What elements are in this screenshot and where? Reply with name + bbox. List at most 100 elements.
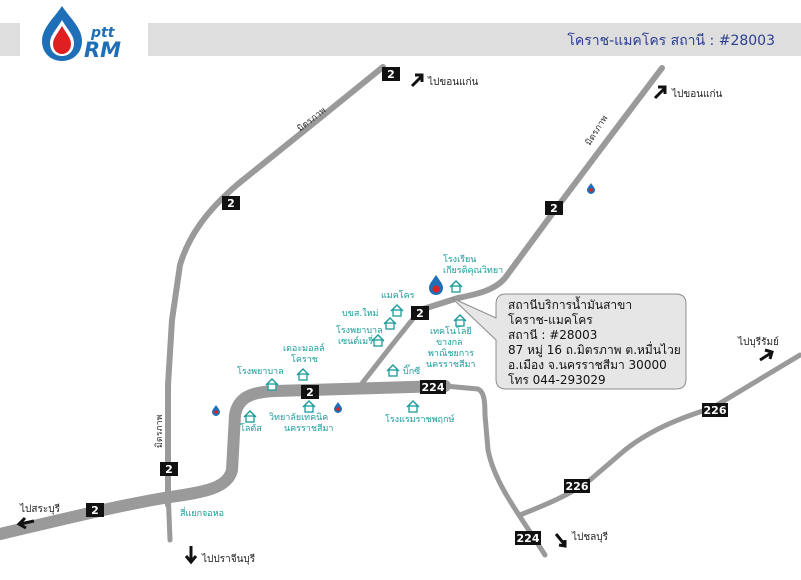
route-shield-2: 2 <box>222 196 240 210</box>
arrow-northeast-icon <box>410 73 424 88</box>
svg-text:ขางกล: ขางกล <box>436 338 463 348</box>
station-info-line: 87 หมู่ 16 ถ.มิตรภาพ ต.หมื่นไวย <box>508 341 681 358</box>
svg-text:ไปสระบุรี: ไปสระบุรี <box>19 503 61 515</box>
svg-text:พาณิชยการ: พาณิชยการ <box>428 348 474 359</box>
poi-bks: บขส.ใหม่ <box>342 308 397 330</box>
svg-text:วิทยาลัยเทคนิค: วิทยาลัยเทคนิค <box>269 412 328 423</box>
svg-text:โลตัส: โลตัส <box>240 423 262 434</box>
svg-text:แมคโคร: แมคโคร <box>381 290 415 301</box>
ptt-station-marker-main[interactable] <box>429 275 443 295</box>
route-shield-226: 226 <box>702 403 728 417</box>
building-icon <box>383 317 397 330</box>
svg-text:นครราชสีมา: นครราชสีมา <box>284 423 333 434</box>
building-icon <box>296 368 310 381</box>
svg-text:โคราช: โคราช <box>291 354 318 365</box>
building-icon <box>265 378 279 391</box>
road-mittraphap-west <box>0 380 451 540</box>
header-left-bar <box>0 23 20 56</box>
svg-text:โรงพยาบาล: โรงพยาบาล <box>336 325 383 336</box>
station-info-line: สถานีบริการน้ำมันสาขา <box>508 296 632 312</box>
svg-text:2: 2 <box>550 202 558 215</box>
svg-text:โรงแรมราชพฤกษ์: โรงแรมราชพฤกษ์ <box>385 413 455 425</box>
ptt-station-marker[interactable] <box>212 405 220 416</box>
direction-saraburi: ไปสระบุรี <box>16 503 61 530</box>
building-icon <box>302 400 316 413</box>
svg-text:2: 2 <box>416 307 424 320</box>
svg-text:โรงเรียน: โรงเรียน <box>443 254 476 265</box>
svg-text:226: 226 <box>704 404 727 417</box>
road-mittraphap-north-left <box>165 64 386 508</box>
ptt-station-marker[interactable] <box>587 183 595 194</box>
road-name-sikhio-junction: สี่แยกจอหอ <box>180 506 224 519</box>
svg-text:เทคโนโลยี: เทคโนโลยี <box>430 326 472 337</box>
poi-school: โรงเรียน เกียรติคุณวิทยา <box>443 254 503 293</box>
route-shield-2: 2 <box>411 306 429 320</box>
svg-text:224: 224 <box>422 381 445 394</box>
svg-text:2: 2 <box>165 463 173 476</box>
building-icon <box>453 314 467 327</box>
route-shield-2: 2 <box>160 462 178 476</box>
route-shield-226: 226 <box>564 479 590 493</box>
poi-tech-college: เทคโนโลยี ขางกล พาณิชยการ นครราชสีมา <box>426 314 475 370</box>
road-mittraphap-northeast <box>417 65 665 313</box>
arrow-northeast-icon <box>653 85 667 100</box>
route-shield-2: 2 <box>86 503 104 517</box>
logo-brand-top: ptt <box>90 25 116 41</box>
poi-lotus: โลตัส <box>240 410 262 434</box>
direction-khon-kaen-right: ไปขอนแก่น <box>653 85 723 100</box>
route-shield-2: 2 <box>382 67 400 81</box>
direction-buriram: ไปบุรีรัมย์ <box>737 336 779 362</box>
station-info-line: อ.เมือง จ.นครราชสีมา 30000 <box>508 358 667 372</box>
road-makro-connector <box>357 307 423 389</box>
header-title-bar <box>148 23 801 56</box>
poi-bigc: บิ๊กซี <box>386 364 420 377</box>
svg-text:2: 2 <box>227 197 235 210</box>
poi-hospital: โรงพยาบาล <box>237 366 284 391</box>
svg-text:2: 2 <box>91 504 99 517</box>
building-icon <box>243 410 257 423</box>
svg-text:นครราชสีมา: นครราชสีมา <box>426 359 475 370</box>
arrow-east-icon <box>759 348 774 362</box>
road-224 <box>442 383 548 558</box>
poi-makro: แมคโคร <box>381 290 415 317</box>
svg-text:โรงพยาบาล: โรงพยาบาล <box>237 366 284 377</box>
poi-hospital-center: โรงพยาบาล เซนต์เมรี่ <box>336 325 385 347</box>
arrow-south-icon <box>184 546 198 565</box>
building-icon <box>390 304 404 317</box>
building-icon <box>386 364 400 377</box>
road-226 <box>517 352 801 518</box>
svg-text:ไปขอนแก่น: ไปขอนแก่น <box>427 76 479 88</box>
logo-drop-inner <box>53 26 71 54</box>
poi-the-mall: เดอะมอลล์ โคราช <box>283 342 325 381</box>
svg-text:บิ๊กซี: บิ๊กซี <box>403 364 420 377</box>
ptt-logo: ptt RM <box>42 6 121 62</box>
road-name-mittraphap-3: มิตรภาพ <box>154 414 165 448</box>
poi-tech-college-2: วิทยาลัยเทคนิค นครราชสีมา <box>269 400 333 434</box>
svg-text:เซนต์เมรี่: เซนต์เมรี่ <box>338 334 373 347</box>
arrow-west-icon <box>16 516 35 530</box>
route-shield-224: 224 <box>515 531 541 545</box>
svg-text:226: 226 <box>566 480 589 493</box>
page-title: โคราช-แมคโคร สถานี : #28003 <box>567 32 775 49</box>
svg-text:เกียรติคุณวิทยา: เกียรติคุณวิทยา <box>443 265 503 276</box>
svg-text:เดอะมอลล์: เดอะมอลล์ <box>283 342 325 354</box>
svg-text:บขส.ใหม่: บขส.ใหม่ <box>342 308 379 319</box>
direction-chonburi: ไปชลบุรี <box>554 531 609 548</box>
building-icon <box>449 280 463 293</box>
svg-text:2: 2 <box>306 386 314 399</box>
ptt-station-marker[interactable] <box>334 402 342 413</box>
direction-khon-kaen-left: ไปขอนแก่น <box>410 73 479 88</box>
station-info-line: สถานี : #28003 <box>508 328 597 342</box>
svg-text:ไปปราจีนบุรี: ไปปราจีนบุรี <box>201 553 256 565</box>
svg-text:2: 2 <box>387 68 395 81</box>
logo-brand-bottom: RM <box>84 38 121 62</box>
road-name-mittraphap-1: มิตรภาพ <box>295 105 328 134</box>
station-info-line: โคราช-แมคโคร <box>508 313 593 327</box>
poi-rajapruek-school: โรงแรมราชพฤกษ์ <box>385 400 455 425</box>
building-icon <box>371 334 385 347</box>
route-shield-2: 2 <box>545 201 563 215</box>
direction-prachinburi: ไปปราจีนบุรี <box>184 546 256 565</box>
arrow-southeast-icon <box>554 533 567 548</box>
